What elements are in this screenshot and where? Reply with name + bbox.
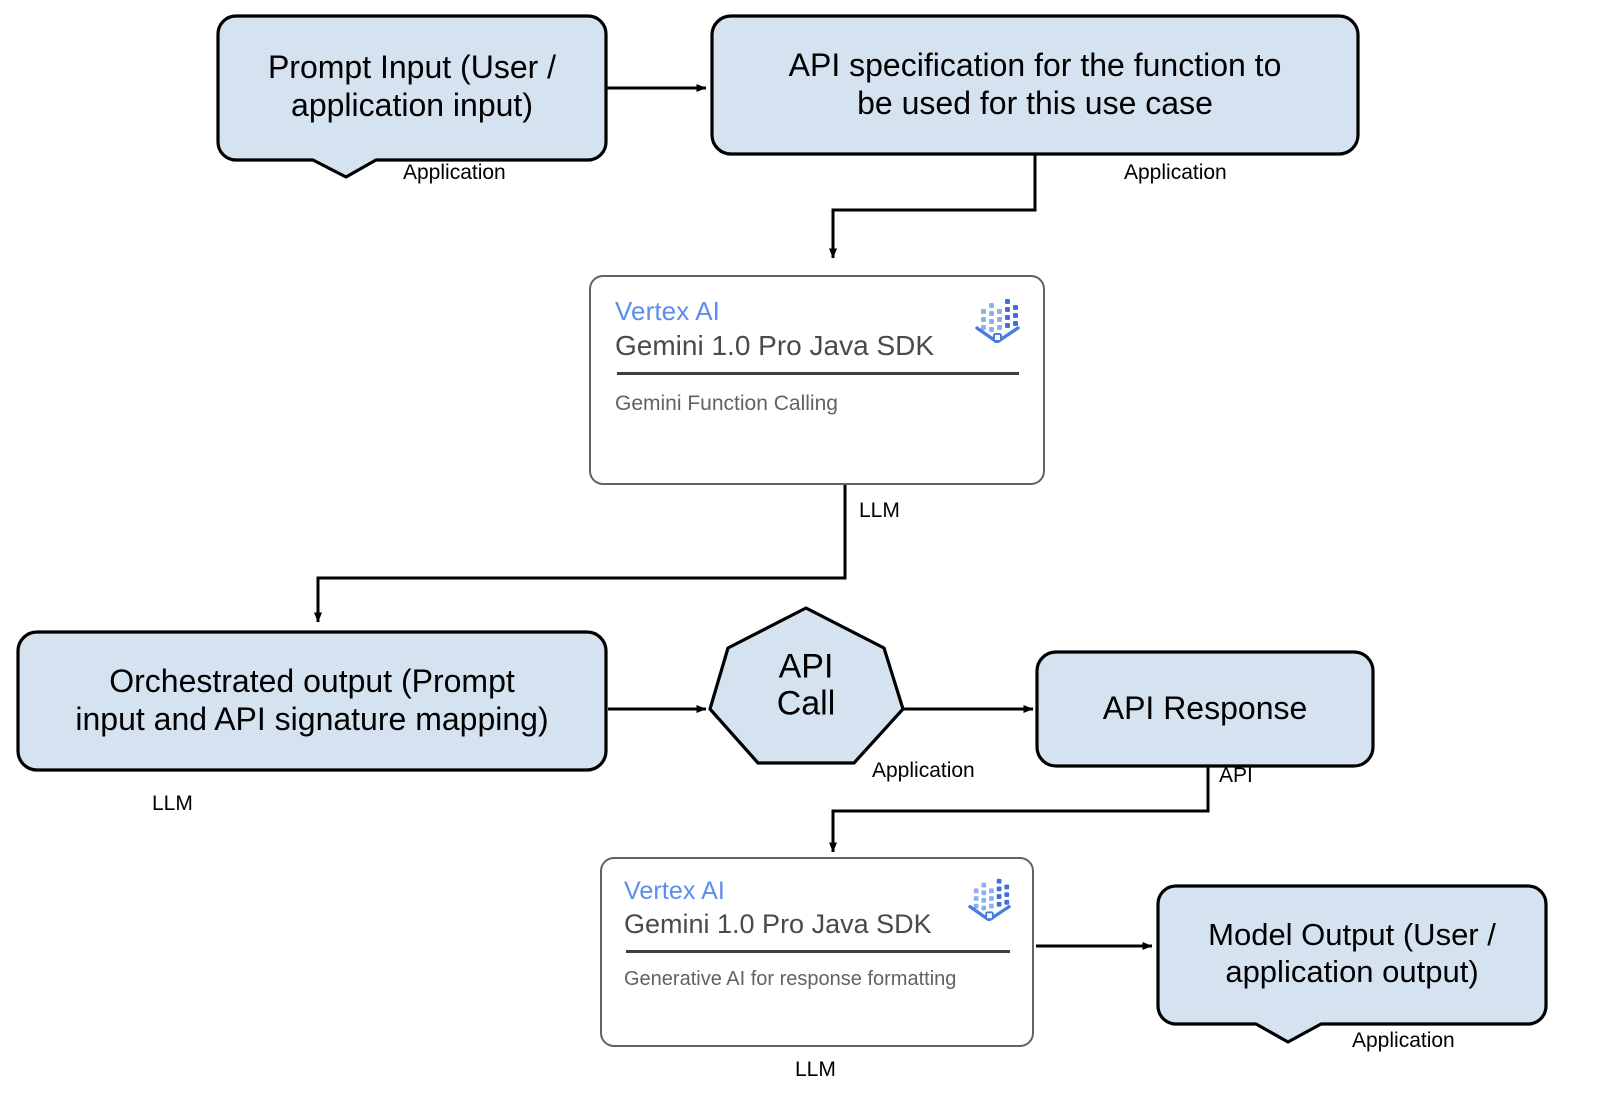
vertex-bottom-brand: Vertex AI bbox=[624, 877, 725, 905]
tag-api-spec: Application bbox=[1124, 161, 1227, 184]
api-response-label: API Response bbox=[1102, 690, 1308, 727]
tag-api-response: API bbox=[1219, 764, 1253, 787]
vertex-top-brand: Vertex AI bbox=[615, 296, 720, 326]
vertex-bottom-header: Vertex AI Gemini 1.0 Pro Java SDK bbox=[624, 877, 1012, 940]
node-vertex-bottom[interactable]: Vertex AI Gemini 1.0 Pro Java SDK bbox=[600, 857, 1034, 1047]
tag-vertex-bottom: LLM bbox=[795, 1058, 836, 1081]
api-call-line2: Call bbox=[776, 685, 836, 723]
node-prompt-input[interactable]: Prompt Input (User / application input) bbox=[216, 14, 608, 179]
node-api-response[interactable]: API Response bbox=[1035, 650, 1375, 768]
tag-api-call: Application bbox=[872, 759, 975, 782]
node-api-call[interactable]: API Call bbox=[706, 605, 906, 767]
vertex-top-subtitle: Gemini Function Calling bbox=[615, 392, 838, 416]
api-call-label: API Call bbox=[706, 647, 906, 724]
tag-vertex-top: LLM bbox=[859, 499, 900, 522]
api-spec-line2: be used for this use case bbox=[857, 85, 1213, 121]
node-orchestrated-output[interactable]: Orchestrated output (Prompt input and AP… bbox=[16, 630, 608, 772]
orchestrated-output-line1: Orchestrated output (Prompt bbox=[109, 663, 515, 700]
tag-orchestrated-output: LLM bbox=[152, 792, 193, 815]
prompt-input-line2: application input) bbox=[291, 87, 533, 123]
vertex-bottom-divider bbox=[626, 950, 1010, 954]
prompt-input-line1: Prompt Input (User / bbox=[267, 49, 557, 86]
tag-model-output: Application bbox=[1352, 1029, 1455, 1052]
api-call-line1: API bbox=[778, 647, 834, 686]
vertex-top-divider bbox=[617, 372, 1019, 376]
vertex-ai-icon bbox=[975, 295, 1021, 348]
api-spec-line1: API specification for the function to bbox=[788, 47, 1282, 84]
edge-vertex-top-to-orchestrated bbox=[314, 485, 847, 623]
tag-prompt-input: Application bbox=[403, 161, 506, 184]
edge-apispec-to-vertex-top bbox=[829, 155, 1037, 259]
node-vertex-top[interactable]: Vertex AI Gemini 1.0 Pro Java SDK bbox=[589, 275, 1045, 485]
vertex-top-model: Gemini 1.0 Pro Java SDK bbox=[615, 329, 935, 361]
vertex-bottom-model: Gemini 1.0 Pro Java SDK bbox=[624, 908, 932, 939]
model-output-line2: application output) bbox=[1225, 954, 1479, 989]
orchestrated-output-line2: input and API signature mapping) bbox=[75, 701, 549, 737]
vertex-top-header: Vertex AI Gemini 1.0 Pro Java SDK bbox=[615, 295, 1021, 362]
node-model-output[interactable]: Model Output (User / application output) bbox=[1156, 884, 1548, 1046]
node-api-spec[interactable]: API specification for the function to be… bbox=[710, 14, 1360, 156]
vertex-ai-icon bbox=[968, 875, 1012, 926]
vertex-bottom-subtitle: Generative AI for response formatting bbox=[624, 968, 957, 991]
model-output-line1: Model Output (User / bbox=[1208, 917, 1496, 953]
